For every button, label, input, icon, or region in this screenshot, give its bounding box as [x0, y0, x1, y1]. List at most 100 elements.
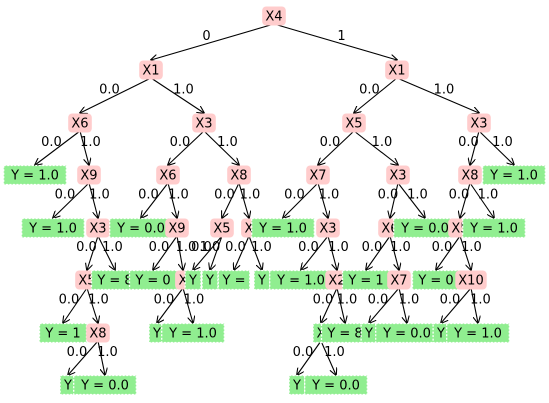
edge-label-b01-b010: 0.0 — [149, 240, 170, 255]
edge-a1-a11 — [88, 182, 98, 218]
node-label-b11: X — [245, 222, 254, 237]
leaf-box-c1011 — [375, 322, 439, 344]
leaf-box-b110 — [217, 269, 251, 291]
node-label-b110: Y = — [222, 274, 246, 289]
node-label-b0111: Y = 1.0 — [168, 327, 217, 342]
edge-label-a-a0: 0.0 — [41, 135, 62, 150]
split-box-a1101 — [86, 323, 110, 343]
leaf-node-b101: Y — [201, 269, 219, 291]
edge-d-d0 — [470, 130, 480, 165]
edge-b-b1 — [203, 130, 239, 165]
edge-label-R1-c: 0.0 — [359, 83, 380, 98]
edge-c0-c01 — [317, 182, 328, 218]
split-node-d0: X8 — [458, 165, 482, 185]
edge-L1-a — [80, 77, 152, 113]
edge-c0110-c01101 — [320, 340, 336, 375]
leaf-node-c100: Y = 1 — [341, 269, 391, 291]
edge-label-b0-b00: 0.0 — [138, 188, 159, 203]
node-label-b: X3 — [195, 117, 212, 132]
edge-label-c01-c011: 1.0 — [328, 240, 349, 255]
split-node-b10: X5 — [210, 218, 234, 238]
leaf-node-d1: Y = 1.0 — [482, 164, 546, 186]
leaf-node-c11: Y = 0.0 — [393, 217, 457, 239]
edge-label-b0-b01: 1.0 — [168, 188, 189, 203]
node-label-R1: X1 — [388, 64, 405, 79]
edge-label-b011-b0111: 1.0 — [184, 293, 205, 308]
leaf-node-c0111: Y = 8 — [320, 322, 370, 344]
node-label-d0010: Y — [436, 327, 445, 342]
edge-label-d001-d0011: 1.0 — [470, 293, 491, 308]
node-label-d01: Y = 1.0 — [469, 222, 518, 237]
node-label-b111: Y — [257, 274, 266, 289]
edge-c101-c1010 — [369, 287, 400, 323]
split-box-L1 — [139, 60, 163, 80]
split-node-d001: X10 — [455, 270, 487, 290]
split-box-b10 — [210, 218, 234, 238]
leaf-box-c00 — [251, 217, 315, 239]
edge-r-R1 — [273, 23, 397, 60]
node-label-b10: X5 — [213, 222, 230, 237]
edge-c1-c10 — [390, 182, 399, 218]
node-label-b011: X — [179, 274, 188, 289]
edge-b-b0 — [168, 130, 205, 165]
edge-label-d0-d01: 1.0 — [478, 188, 499, 203]
edge-label-d00-d000: 0.0 — [432, 240, 453, 255]
edge-label-d-d0: 0.0 — [458, 135, 479, 150]
edge-d001-d0010 — [441, 287, 472, 323]
split-node-R1: X1 — [385, 60, 409, 80]
leaf-box-c010 — [269, 269, 333, 291]
leaf-node-a11011: Y = 0.0 — [73, 374, 137, 396]
node-label-d001: X10 — [458, 274, 483, 289]
edge-label-a-a1: 1.0 — [80, 135, 101, 150]
edge-label-b10-b101: 1.0 — [200, 240, 221, 255]
node-label-c01100: Y — [292, 379, 301, 394]
edge-label-c101-c1010: 0.0 — [368, 293, 389, 308]
edge-d0-d00 — [460, 182, 471, 218]
node-label-d0011: Y = 1.0 — [453, 327, 502, 342]
edge-c01-c011 — [327, 235, 337, 270]
edge-a110-a1101 — [86, 287, 98, 323]
edge-label-b1-b11: 1.0 — [240, 188, 261, 203]
leaf-box-d01 — [462, 217, 526, 239]
split-box-b1 — [227, 165, 251, 185]
split-box-b0 — [156, 165, 180, 185]
split-node-c1: X3 — [386, 165, 410, 185]
split-node-L1: X1 — [139, 60, 163, 80]
edge-b01-b010 — [153, 235, 178, 270]
edge-b1-b10 — [222, 182, 240, 218]
leaf-node-c1010: Y — [360, 322, 378, 344]
node-label-c01: X3 — [319, 222, 336, 237]
edge-label-a11-a110: 0.0 — [76, 240, 97, 255]
edge-b0-b01 — [167, 182, 177, 218]
edge-label-c0-c00: 0.0 — [284, 188, 305, 203]
leaf-node-a11010: Y — [59, 374, 77, 396]
split-box-c — [342, 113, 366, 133]
leaf-node-b00: Y = 0.0 — [109, 217, 173, 239]
node-label-d: X3 — [470, 117, 487, 132]
leaf-box-d1 — [482, 164, 546, 186]
node-label-c100: Y = 1 — [347, 274, 383, 289]
node-label-a1: X9 — [80, 169, 97, 184]
node-label-c0110: X — [317, 327, 326, 342]
node-label-a110: X5 — [78, 274, 95, 289]
edge-c1-c11 — [397, 182, 425, 218]
edge-label-b011-b0110: 0.0 — [154, 293, 175, 308]
edge-a11-a110 — [87, 235, 99, 270]
node-label-c011: X2 — [328, 274, 345, 289]
leaf-box-b0111 — [161, 322, 225, 344]
edge-label-a11-a111: 1.0 — [102, 240, 123, 255]
node-label-c1011: Y = 0.0 — [382, 327, 431, 342]
node-label-a0: Y = 1.0 — [10, 169, 59, 184]
split-box-d0 — [458, 165, 482, 185]
edge-label-b11-b110: 0.0 — [225, 240, 246, 255]
split-box-d001 — [455, 270, 487, 290]
leaf-box-c11 — [393, 217, 457, 239]
edge-b10-b101 — [210, 235, 223, 270]
edge-b011-b0110 — [157, 287, 184, 323]
edge-label-a110-a1100: 0.0 — [59, 293, 80, 308]
node-label-a11010: Y — [63, 379, 72, 394]
node-label-c: X5 — [345, 117, 362, 132]
